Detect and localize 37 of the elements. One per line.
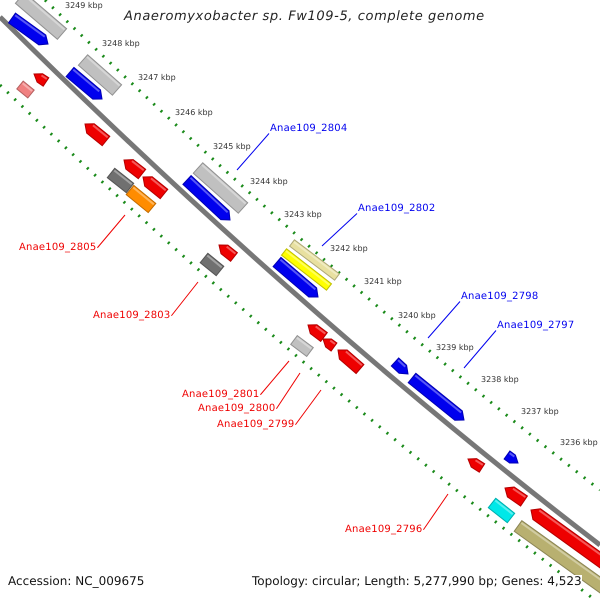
leader-line xyxy=(276,372,300,410)
gene-label: Anae109_2804 xyxy=(270,123,348,134)
leader-line xyxy=(96,214,126,248)
map-title: Anaeromyxobacter sp. Fw109-5, complete genome xyxy=(124,10,485,25)
scale-tick-label: 3240 kbp xyxy=(398,311,436,320)
scale-tick-label: 3246 kbp xyxy=(175,108,213,118)
scale-tick-label: 3237 kbp xyxy=(521,407,559,416)
scale-tick-label: 3236 kbp xyxy=(560,438,598,448)
gene-label: Anae109_2797 xyxy=(497,320,574,332)
genome-stats-text: Topology: circular; Length: 5,277,990 bp; Genes: 4,523 xyxy=(252,575,582,589)
gene-label: Anae109_2798 xyxy=(461,291,538,302)
gene-label: Anae109_2799 xyxy=(217,419,294,430)
gene-label: Anae109_2801 xyxy=(182,389,260,400)
scale-tick-label: 3238 kbp xyxy=(481,375,519,384)
leader-line xyxy=(170,282,198,316)
gene-label: Anae109_2796 xyxy=(345,524,422,536)
gene-label: Anae109_2800 xyxy=(198,403,276,414)
scale-tick-label: 3245 kbp xyxy=(213,142,251,152)
scale-tick-label: 3242 kbp xyxy=(330,244,368,254)
gene-label: Anae109_2802 xyxy=(358,203,436,214)
leader-line xyxy=(260,360,290,396)
leader-line xyxy=(464,330,496,368)
scale-tick-label: 3248 kbp xyxy=(102,39,140,48)
scale-tick-label: 3249 kbp xyxy=(65,1,103,10)
leader-line xyxy=(428,301,460,338)
gene-label: Anae109_2805 xyxy=(19,242,96,254)
leader-line xyxy=(322,213,358,246)
scale-tick-label: 3241 kbp xyxy=(364,277,402,286)
scale-tick-label: 3244 kbp xyxy=(250,177,288,186)
leader-line xyxy=(422,494,448,530)
leader-line xyxy=(236,133,270,170)
scale-tick-label: 3247 kbp xyxy=(138,73,176,82)
scale-tick-label: 3239 kbp xyxy=(436,343,474,352)
gene-label: Anae109_2803 xyxy=(93,310,170,322)
accession-text: Accession: NC_009675 xyxy=(8,575,144,589)
scale-tick-label: 3243 kbp xyxy=(284,210,322,220)
leader-line xyxy=(294,390,322,426)
